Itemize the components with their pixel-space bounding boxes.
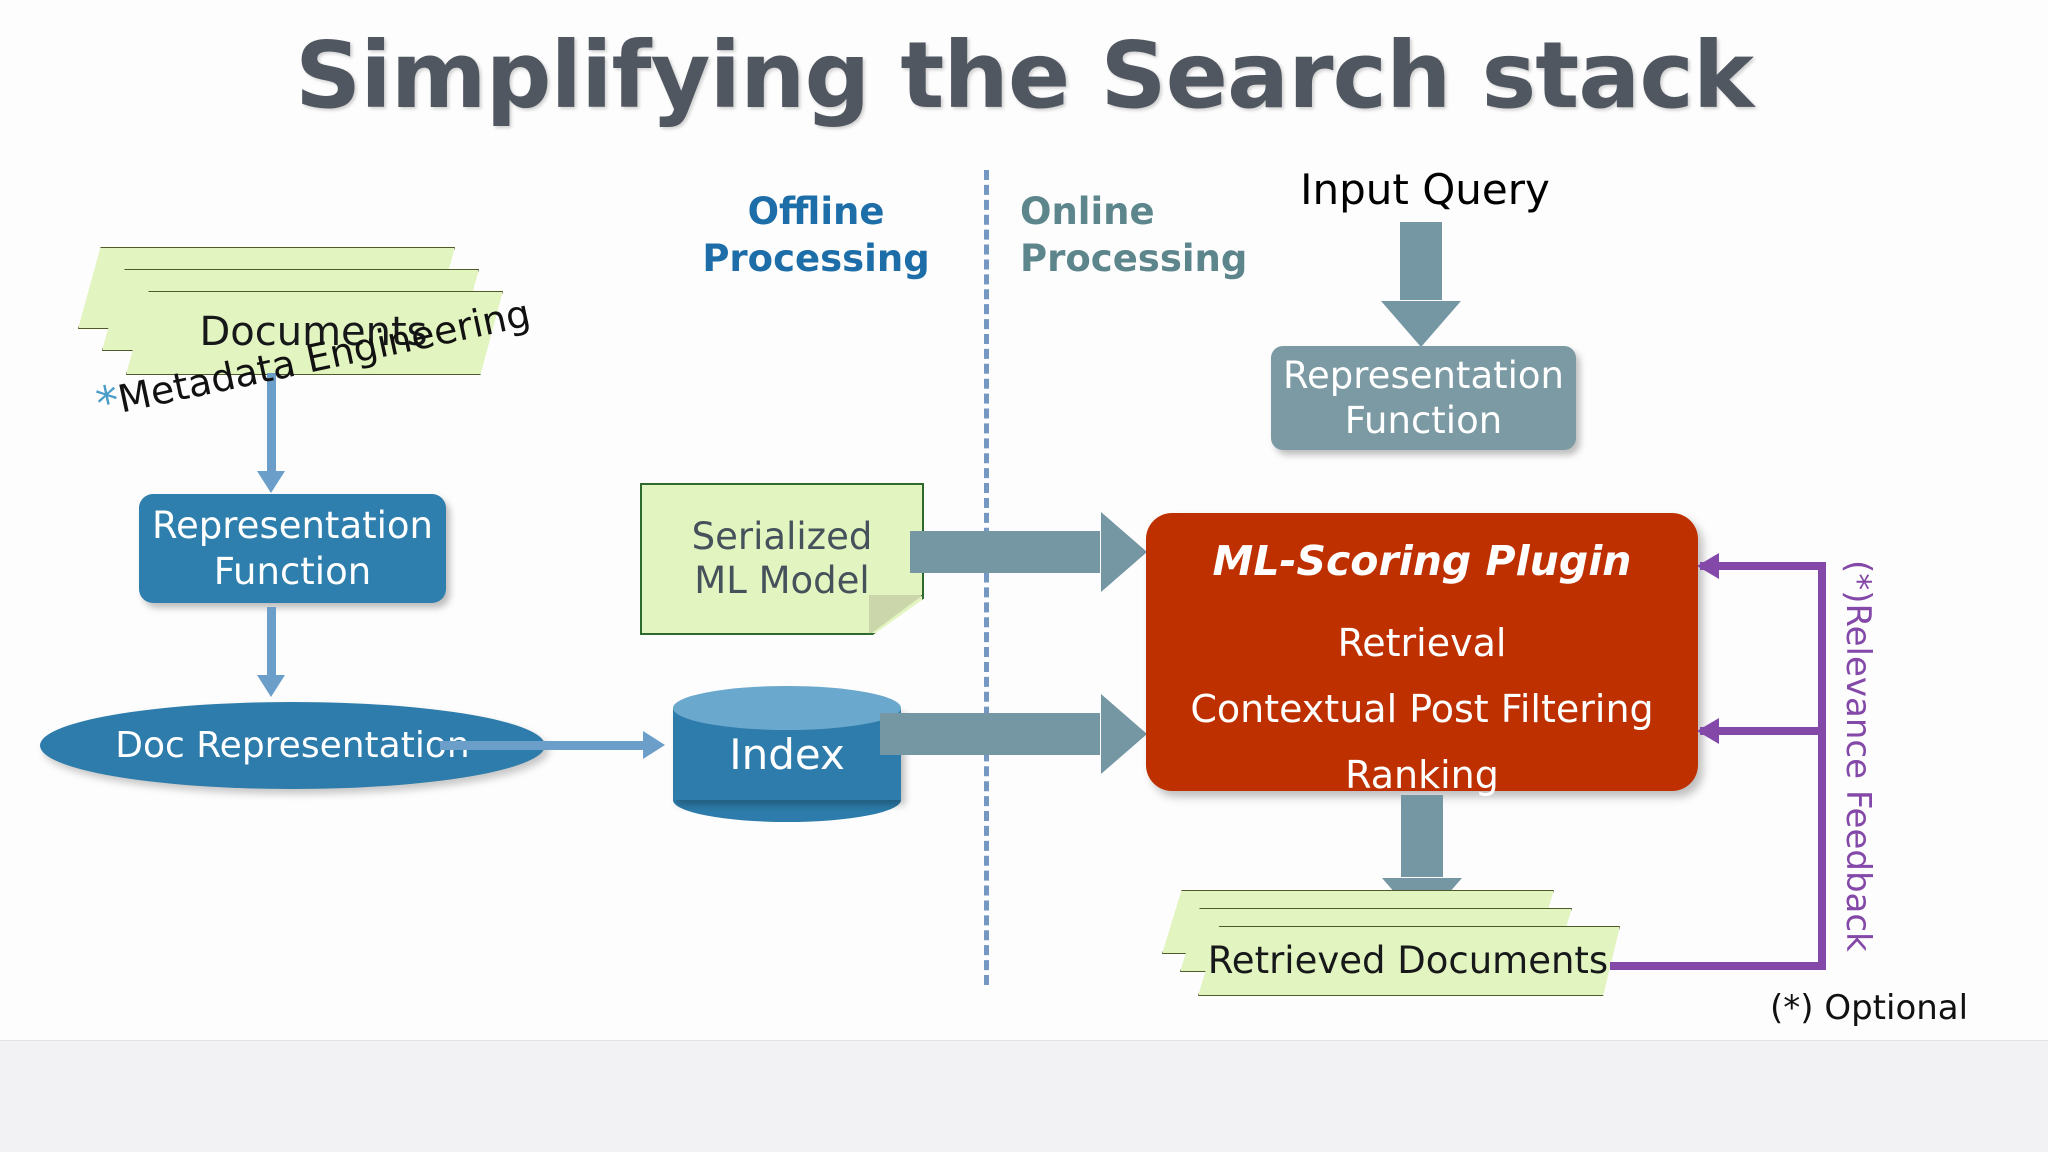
arrow-query-to-representation xyxy=(1381,222,1461,347)
arrowhead-down-icon xyxy=(257,471,285,493)
feedback-bottom-segment xyxy=(1610,962,1826,970)
repfn-online-line1: Representation xyxy=(1282,353,1564,397)
feedback-arrowhead-top-icon xyxy=(1697,553,1719,579)
feedback-trunk xyxy=(1818,562,1826,970)
box-ml-scoring-plugin: ML-Scoring Plugin Retrieval Contextual P… xyxy=(1146,513,1698,797)
online-line2: Processing xyxy=(1020,237,1248,281)
repfn-offline-line1: Representation xyxy=(151,504,433,548)
offline-online-divider xyxy=(984,170,989,985)
relevance-feedback-label: (*)Relevance Feedback xyxy=(1838,560,1878,952)
cylinder-top xyxy=(673,686,901,730)
arrow-representation-to-docrep xyxy=(257,607,285,697)
arrow-documents-to-representation xyxy=(257,373,285,493)
arrow-docrep-to-index xyxy=(440,731,665,759)
offline-line2: Processing xyxy=(702,237,930,281)
index-label: Index xyxy=(729,729,845,779)
plugin-title: ML-Scoring Plugin xyxy=(1212,537,1632,585)
arrowhead-right-icon xyxy=(1101,512,1147,592)
arrowhead-right-icon xyxy=(1101,694,1147,774)
cylinder-index: Index xyxy=(673,686,901,822)
plugin-item-contextual-post-filtering: Contextual Post Filtering xyxy=(1190,687,1654,731)
plugin-item-retrieval: Retrieval xyxy=(1337,621,1507,665)
arrowhead-down-icon xyxy=(257,675,285,697)
label-offline-processing: Offline Processing xyxy=(676,188,956,283)
documents-label: Documents xyxy=(199,309,428,355)
feedback-arrowhead-middle-icon xyxy=(1697,718,1719,744)
serialized-model-line2: ML Model xyxy=(694,559,870,602)
plugin-item-ranking: Ranking xyxy=(1345,753,1499,797)
slide-footer: L U C E N E / S O L R REVOLUTION /2015 L… xyxy=(0,1040,2048,1152)
page-title: Simplifying the Search stack xyxy=(294,22,1754,129)
box-representation-function-online: Representation Function xyxy=(1271,346,1576,450)
feedback-top-segment xyxy=(1700,562,1826,570)
feedback-middle-segment xyxy=(1700,727,1826,735)
input-query-label: Input Query xyxy=(1300,165,1550,214)
retrieved-documents-label: Retrieved Documents xyxy=(1207,938,1609,982)
repfn-online-line2: Function xyxy=(1344,399,1503,442)
offline-line1: Offline xyxy=(747,190,885,233)
repfn-offline-line2: Function xyxy=(213,549,372,593)
online-line1: Online xyxy=(1020,190,1155,233)
label-online-processing: Online Processing xyxy=(1020,188,1300,283)
serialized-model-line1: Serialized xyxy=(691,514,873,558)
arrow-index-to-plugin xyxy=(880,694,1147,774)
arrow-model-to-plugin xyxy=(910,512,1147,592)
document-sheet-front xyxy=(126,291,503,375)
arrow-plugin-to-retrieved xyxy=(1382,795,1462,924)
retrieved-documents-stack: Retrieved Documents xyxy=(1162,890,1632,1010)
optional-footnote: (*) Optional xyxy=(1770,988,1969,1028)
arrowhead-down-icon xyxy=(1381,301,1461,347)
arrowhead-right-icon xyxy=(643,731,665,759)
box-representation-function-offline: Representation Function xyxy=(139,494,446,603)
documents-stack: Documents xyxy=(78,247,508,377)
